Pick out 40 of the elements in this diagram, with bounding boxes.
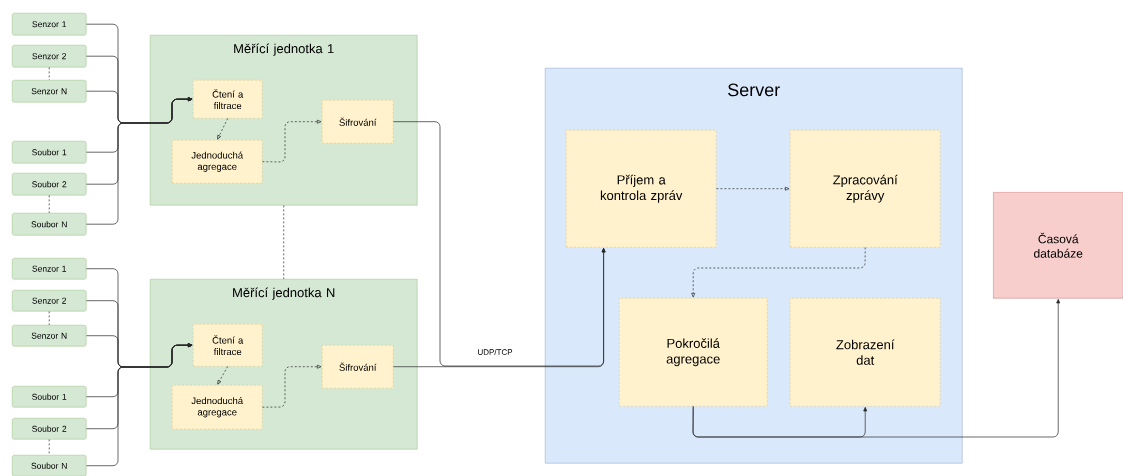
sensor-box: Senzor 2	[12, 290, 87, 312]
step-box: Zobrazení dat	[790, 298, 941, 407]
step-box: Čtení a filtrace	[193, 324, 263, 367]
step-box: Zpracování zprávy	[790, 130, 941, 248]
dashed-line	[48, 195, 50, 214]
arrow	[692, 299, 1061, 438]
arrow	[86, 97, 193, 225]
arrow	[217, 118, 229, 140]
sensor-box: Soubor 2	[12, 173, 87, 196]
step-box: Jednoduchá agregace	[172, 385, 263, 430]
dashed-line	[48, 311, 50, 326]
arrow	[217, 366, 229, 385]
step-box: Jednoduchá agregace	[172, 140, 263, 184]
arrow	[691, 247, 866, 298]
edge-label: UDP/TCP	[476, 348, 514, 356]
arrow	[86, 343, 193, 467]
sensor-box: Soubor 1	[12, 141, 87, 164]
arrow	[393, 248, 606, 368]
dashed-line	[48, 439, 50, 456]
arrow	[393, 121, 606, 367]
step-box: Šifrování	[322, 345, 394, 389]
dashed-line	[283, 205, 285, 280]
sensor-box: Soubor 2	[12, 418, 87, 440]
step-box: Čtení a filtrace	[193, 80, 263, 119]
sensor-box: Senzor 1	[12, 13, 87, 36]
step-box: Pokročilá agregace	[619, 298, 768, 407]
database-box: Časová databáze	[993, 192, 1123, 299]
sensor-box: Soubor N	[12, 213, 87, 236]
sensor-box: Senzor N	[12, 80, 87, 103]
arrow	[262, 364, 322, 408]
dashed-line	[48, 67, 50, 81]
sensor-box: Senzor N	[12, 325, 87, 347]
step-box: Šifrování	[322, 100, 394, 144]
sensor-box: Soubor N	[12, 455, 87, 476]
arrow	[716, 186, 790, 191]
sensor-box: Soubor 1	[12, 386, 87, 408]
sensor-box: Senzor 2	[12, 45, 87, 68]
sensor-box: Senzor 1	[12, 258, 87, 280]
arrow	[262, 119, 322, 163]
step-box: Příjem a kontrola zpráv	[566, 130, 717, 248]
